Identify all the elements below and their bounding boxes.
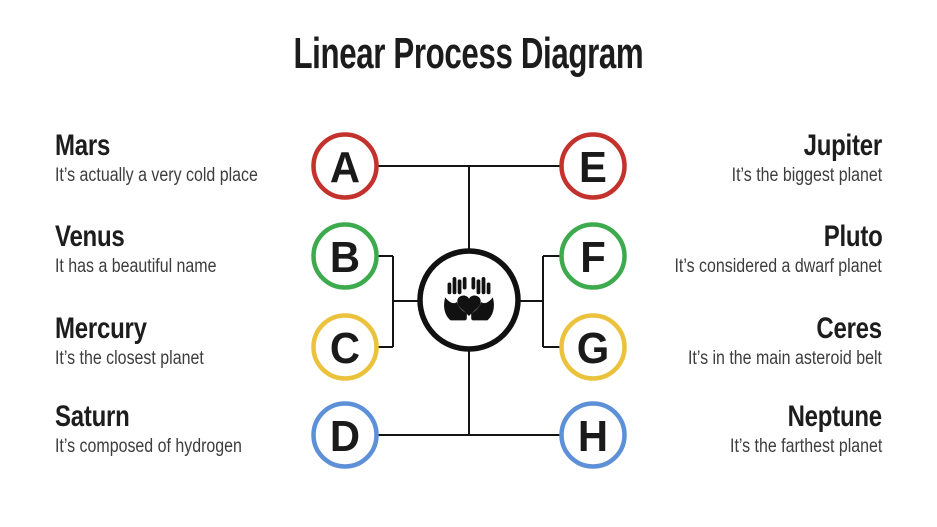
connector-lines — [376, 165, 562, 436]
process-diagram: A E B F C G D H — [311, 132, 627, 469]
node-circle-b — [311, 222, 379, 290]
planet-row-pluto: Pluto It’s considered a dwarf planet — [582, 220, 883, 279]
node-letter-e: E — [579, 143, 607, 192]
node-letter-d: D — [330, 412, 360, 461]
node-letter-h: H — [578, 412, 608, 461]
node-letters: A E B F C G D H — [330, 143, 609, 461]
planet-name-venus: Venus — [55, 220, 125, 253]
node-letter-f: F — [580, 233, 606, 282]
planet-name-jupiter: Jupiter — [803, 129, 883, 162]
planet-description-venus: It has a beautiful name — [55, 256, 217, 277]
planet-row-mercury: Mercury It’s the closest planet — [55, 313, 355, 371]
planet-row-venus: Venus It has a beautiful name — [55, 221, 355, 279]
planet-name-saturn: Saturn — [55, 400, 130, 433]
planet-description-pluto: It’s considered a dwarf planet — [674, 256, 882, 277]
planet-row-neptune: Neptune It’s the farthest planet — [582, 400, 883, 459]
planet-name-neptune: Neptune — [787, 400, 883, 433]
planet-name-mercury: Mercury — [55, 312, 147, 345]
node-circle-h — [559, 401, 627, 469]
planet-description-mars: It’s actually a very cold place — [55, 165, 258, 186]
node-circle-f — [559, 222, 627, 290]
node-circle-e — [559, 132, 627, 200]
planet-name-pluto: Pluto — [823, 220, 882, 253]
page-title-text: Linear Process Diagram — [293, 29, 644, 78]
planet-row-mars: Mars It’s actually a very cold place — [55, 130, 355, 188]
hands-holding-heart-icon — [444, 277, 494, 321]
planet-description-neptune: It’s the farthest planet — [729, 436, 882, 457]
planet-name-ceres: Ceres — [816, 312, 882, 345]
planet-description-jupiter: It’s the biggest planet — [731, 165, 882, 186]
planet-row-jupiter: Jupiter It’s the biggest planet — [582, 130, 882, 188]
planet-name-mars: Mars — [55, 129, 111, 162]
node-letter-g: G — [577, 324, 610, 373]
node-letter-a: A — [330, 143, 360, 192]
planet-row-ceres: Ceres It’s in the main asteroid belt — [582, 313, 882, 371]
page-title: Linear Process Diagram — [0, 30, 937, 78]
node-circle-d — [311, 401, 379, 469]
letter-nodes — [311, 132, 627, 469]
planet-description-mercury: It’s the closest planet — [55, 348, 204, 369]
node-circle-a — [311, 132, 379, 200]
node-letter-b: B — [330, 233, 360, 282]
planet-row-saturn: Saturn It’s composed of hydrogen — [55, 401, 355, 459]
node-circle-g — [559, 313, 627, 381]
node-letter-c: C — [330, 324, 360, 373]
planet-description-ceres: It’s in the main asteroid belt — [687, 348, 882, 369]
node-circle-c — [311, 313, 379, 381]
planet-description-saturn: It’s composed of hydrogen — [55, 436, 242, 457]
